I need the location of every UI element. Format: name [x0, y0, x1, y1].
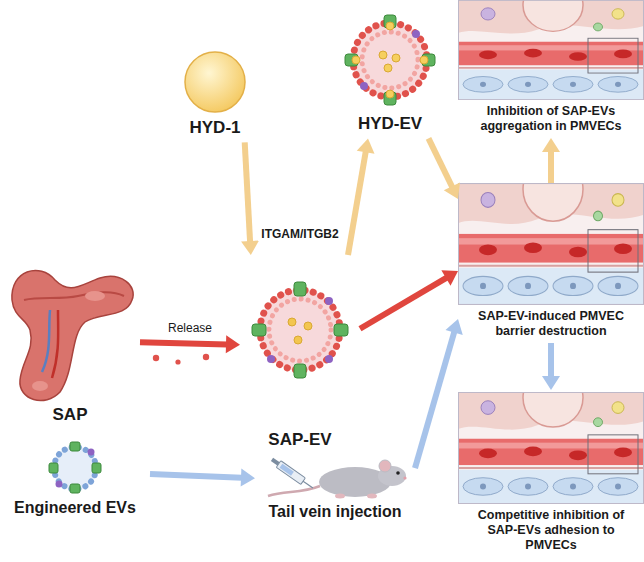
protein-label: ITGAM/ITGB2: [258, 227, 341, 241]
node-label: HYD-1: [174, 118, 256, 138]
node-label: HYD-EV: [339, 114, 441, 134]
node-label: Inhibition of SAP-EVs aggregation in PMV…: [462, 104, 640, 134]
procedure-node: Tail vein injection: [255, 458, 415, 525]
arrow-head: [241, 241, 259, 255]
arrow-head: [445, 319, 462, 335]
arrow-shaft: [548, 343, 554, 377]
illustration-space: [244, 259, 356, 430]
syringe-icon: [270, 456, 316, 491]
vessel-panel: [458, 0, 644, 100]
node-label: Engineered EVs: [4, 498, 146, 517]
flow-arrow: [348, 138, 375, 255]
illustration-space: [4, 444, 146, 498]
arrow-shaft: [415, 331, 454, 468]
molecule-node: HYD-1: [170, 42, 260, 142]
node-label: Tail vein injection: [259, 502, 411, 521]
illustration-space: [174, 46, 256, 118]
arrow-head: [441, 270, 458, 286]
illustration-space: [462, 187, 640, 309]
pancreas-illustration: [12, 270, 133, 400]
flow-arrow: [140, 335, 240, 353]
flow-arrow: [542, 343, 560, 390]
vesicle-node: HYD-EV: [335, 10, 445, 138]
illustration-space: [259, 462, 411, 502]
node-label: SAP-EV-induced PMVEC barrier destruction: [462, 309, 640, 339]
flow-arrow: [360, 270, 458, 328]
node-label: SAP: [4, 405, 136, 425]
flow-arrow: [542, 138, 560, 183]
outcome-panel: Competitive inhibition of SAP-EVs adhesi…: [458, 390, 644, 557]
engineered-ev-illustration: [49, 442, 101, 493]
arrow-shaft: [140, 342, 227, 344]
sap-ev-illustration: [252, 282, 348, 378]
mouse-illustration: [268, 460, 407, 499]
flow-arrow: [241, 142, 259, 255]
arrow-head: [444, 182, 460, 199]
arrow-head: [226, 335, 240, 353]
flow-arrow: [415, 319, 463, 468]
node-label: SAP-EV: [244, 430, 356, 450]
arrow-head: [357, 138, 375, 153]
arrow-shaft: [245, 142, 250, 242]
illustration-space: [462, 4, 640, 104]
edge-label: Release: [165, 321, 215, 335]
arrow-shaft: [150, 474, 242, 478]
arrow-head: [542, 376, 560, 390]
arrow-shaft: [548, 151, 554, 183]
illustration-space: [4, 259, 136, 405]
flow-arrow: [429, 138, 460, 199]
vessel-panel: [458, 369, 644, 504]
hyd-ev-illustration: [345, 15, 435, 105]
hyd1-molecule: [185, 52, 245, 112]
arrow-shaft: [348, 151, 366, 255]
arrow-shaft: [429, 138, 453, 187]
organ-node: SAP: [0, 255, 140, 429]
vesicle-node: Engineered EVs: [0, 440, 150, 521]
vesicle-node: SAP-EV: [240, 255, 360, 454]
flow-arrow: [150, 469, 255, 487]
arrow-shaft: [360, 278, 447, 329]
illustration-space: [462, 394, 640, 508]
arrow-head: [542, 138, 560, 152]
outcome-panel: SAP-EV-induced PMVEC barrier destruction: [458, 183, 644, 343]
released-vesicles: [153, 354, 209, 365]
arrow-head: [241, 469, 255, 487]
illustration-space: [339, 14, 441, 114]
outcome-panel: Inhibition of SAP-EVs aggregation in PMV…: [458, 0, 644, 138]
node-label: Competitive inhibition of SAP-EVs adhesi…: [462, 508, 640, 553]
